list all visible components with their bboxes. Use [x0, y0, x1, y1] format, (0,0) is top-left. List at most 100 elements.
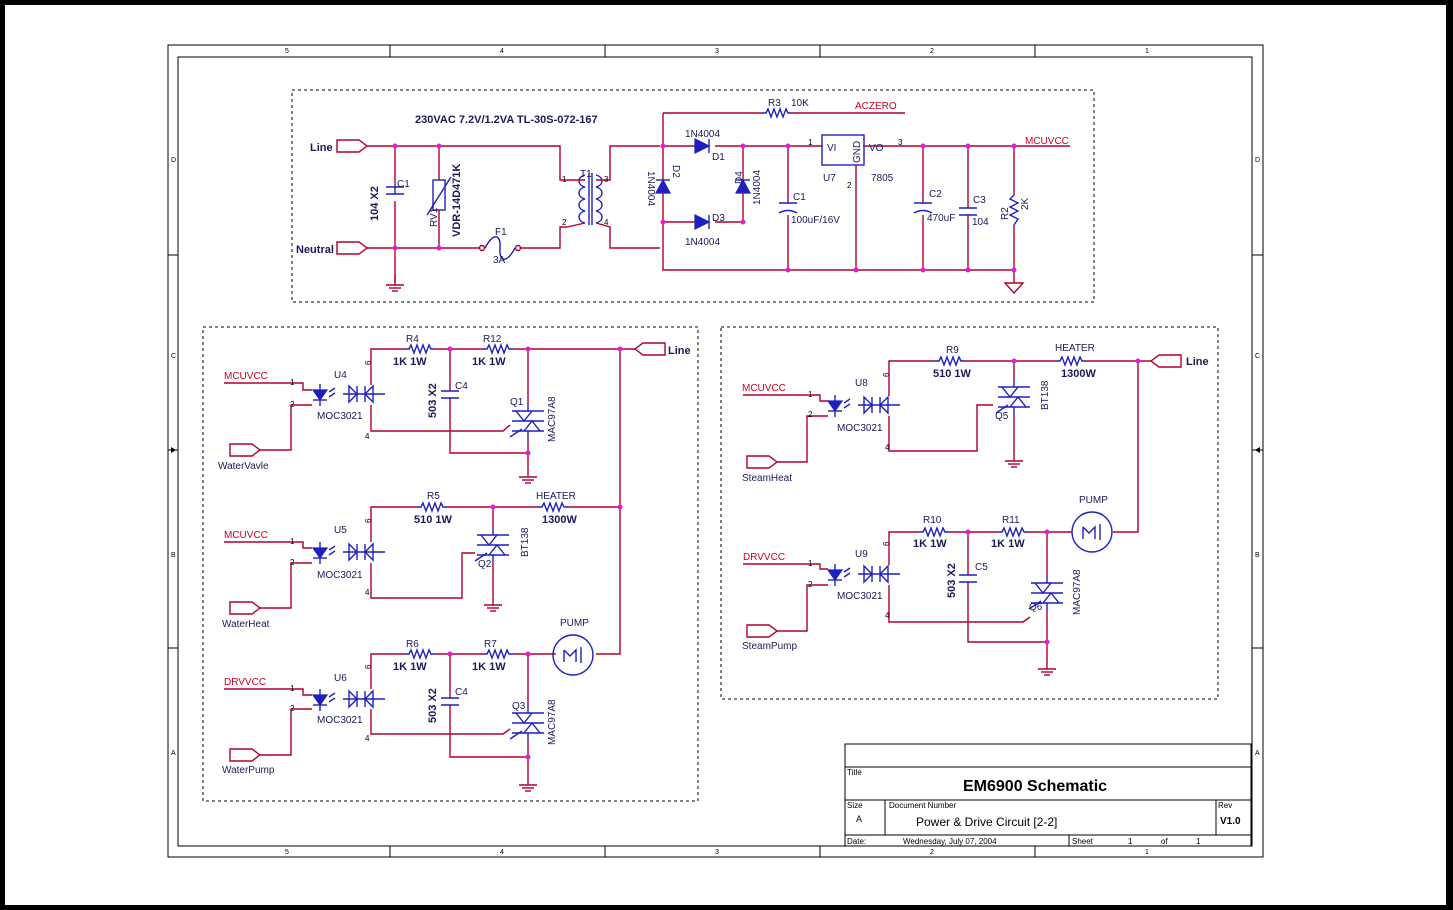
q1-ref: Q1	[510, 397, 524, 408]
q3-value: MAC97A8	[547, 699, 558, 745]
r12-value: 1K 1W	[472, 356, 506, 368]
opto-pin: 4	[885, 611, 890, 620]
opto-pin: 6	[364, 664, 373, 669]
q5-ref: Q5	[995, 411, 1009, 422]
c1x-ref: C1	[397, 179, 410, 190]
opto-pin: 2	[290, 704, 295, 713]
triac-q1	[509, 402, 545, 440]
port-water-pump-label: WaterPump	[222, 765, 275, 776]
date-value: Wednesday, July 07, 2004	[903, 837, 997, 846]
port-line-label: Line	[1186, 356, 1209, 368]
net-mcuvcc: MCUVCC	[224, 530, 268, 541]
opto-pin: 4	[365, 432, 370, 441]
r11-resistor	[997, 527, 1029, 537]
d1-ref: D1	[712, 152, 725, 163]
of-label: of	[1161, 837, 1168, 846]
u8-value: MOC3021	[837, 423, 883, 434]
zone-col-top: 1	[1145, 48, 1149, 55]
steam-heat-channel: MCUVCC SteamHeat U8 MOC3021 1 2 4 6 R9 5…	[742, 343, 1141, 484]
heater-resistor	[537, 502, 569, 512]
u7-pin-number: 2	[847, 181, 852, 190]
opto-pin: 6	[882, 541, 891, 546]
c2-ref: C2	[929, 189, 942, 200]
water-drive-block: Line MCUVCC WaterVavle U4 MOC3021 1 2 4 …	[202, 326, 699, 802]
heater-value: 1300W	[1061, 368, 1096, 380]
q3-ref: Q3	[512, 701, 526, 712]
document-number: Power & Drive Circuit [2-2]	[916, 815, 1057, 829]
zone-col-bottom: 4	[500, 849, 504, 856]
sheet-label: Sheet	[1072, 837, 1094, 846]
pump-motor	[552, 634, 594, 676]
c1-ref: C1	[793, 192, 806, 203]
u7-pin-vi: VI	[827, 143, 836, 154]
d2-ref: D2	[670, 165, 681, 178]
r3-resistor	[761, 108, 793, 118]
pump-label: PUMP	[560, 618, 589, 629]
port-steam-heat-label: SteamHeat	[742, 473, 792, 484]
r5-resistor	[416, 502, 448, 512]
u9-ref: U9	[855, 549, 868, 560]
water-valve-channel: MCUVCC WaterVavle U4 MOC3021 1 2 4 6 R4 …	[218, 334, 623, 484]
c2-value: 470uF	[927, 213, 955, 224]
c1x-value: 104 X2	[369, 186, 381, 221]
r6-resistor	[404, 649, 436, 659]
ground-symbol	[1004, 450, 1024, 468]
f1-value: 3A	[493, 255, 506, 266]
title-block: Title EM6900 Schematic Size A Document N…	[844, 743, 1252, 847]
r10-resistor	[918, 527, 950, 537]
opto-pin: 4	[365, 588, 370, 597]
d2-value: 1N4004	[645, 171, 656, 206]
port-neutral-label: Neutral	[296, 244, 334, 256]
opto-pin: 2	[290, 558, 295, 567]
heater-label: HEATER	[536, 491, 576, 502]
d3-value: 1N4004	[685, 237, 720, 248]
port-water-heat	[229, 601, 261, 615]
power-supply-block: 230VAC 7.2V/1.2VA TL-30S-072-167 Line Ne…	[291, 89, 1095, 303]
c3-value: 104	[972, 217, 989, 228]
d3-ref: D3	[712, 213, 725, 224]
heater-label: HEATER	[1055, 343, 1095, 354]
port-line-label: Line	[668, 345, 691, 357]
rev-value: V1.0	[1220, 816, 1241, 827]
of-value: 1	[1196, 837, 1201, 846]
port-water-valve	[229, 443, 261, 457]
optocoupler-u9	[827, 563, 901, 587]
r11-value: 1K 1W	[991, 538, 1025, 550]
title-label: Title	[847, 768, 862, 777]
c4-value: 503 X2	[427, 383, 439, 418]
t1-ref: T1	[580, 169, 592, 180]
port-steam-pump	[746, 624, 778, 638]
ground-symbol	[1037, 658, 1057, 676]
zone-col-top: 4	[500, 48, 504, 55]
steam-drive-block: Line MCUVCC SteamHeat U8 MOC3021 1 2 4 6…	[720, 326, 1219, 700]
date-label: Date:	[847, 837, 866, 846]
c4-value: 503 X2	[427, 688, 439, 723]
zone-row-left: A	[171, 750, 176, 757]
water-heat-channel: MCUVCC WaterHeat U5 MOC3021 1 2 4 6 R5 5…	[222, 491, 623, 630]
r7-ref: R7	[484, 639, 497, 650]
r7-value: 1K 1W	[472, 661, 506, 673]
d1-value: 1N4004	[685, 129, 720, 140]
zone-row-right: B	[1255, 552, 1260, 559]
opto-pin: 2	[808, 410, 813, 419]
zone-col-bottom: 5	[285, 849, 289, 856]
u5-value: MOC3021	[317, 570, 363, 581]
triac-q2	[474, 526, 510, 564]
r7-resistor	[482, 649, 514, 659]
u7-pin-number: 1	[808, 138, 813, 147]
r10-value: 1K 1W	[913, 538, 947, 550]
r12-ref: R12	[483, 334, 502, 345]
c5-value: 503 X2	[946, 563, 958, 598]
q6-value: MAC97A8	[1072, 569, 1083, 615]
opto-pin: 6	[882, 372, 891, 377]
pump-motor	[1071, 511, 1113, 553]
optocoupler-u4	[312, 383, 386, 407]
net-mcuvcc: MCUVCC	[224, 371, 268, 382]
net-mcuvcc: MCUVCC	[742, 383, 786, 394]
zone-col-top: 5	[285, 48, 289, 55]
net-drvvcc: DRVVCC	[743, 552, 785, 563]
u7-ref: U7	[823, 173, 836, 184]
schematic-page: 5 4 3 2 1 5 4 3 2 1 D C B A D C B A 230V…	[5, 5, 1446, 905]
r6-ref: R6	[406, 639, 419, 650]
steam-pump-channel: DRVVCC SteamPump U9 MOC3021 1 2 4 6 R10 …	[742, 495, 1113, 676]
